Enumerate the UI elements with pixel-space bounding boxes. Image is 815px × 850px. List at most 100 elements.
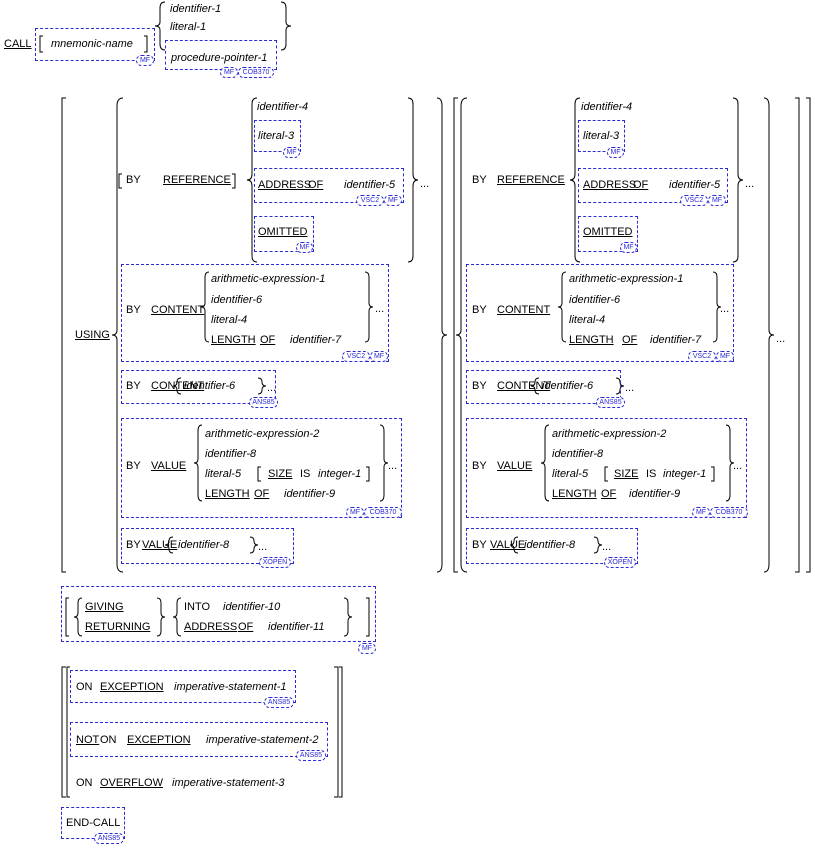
dialect-badge-vsc2: VSC2 [688, 351, 716, 362]
value-keyword: VALUE [490, 539, 526, 551]
address-of-option [254, 168, 404, 203]
reference-keyword: REFERENCE [497, 174, 565, 186]
size-keyword: SIZE [614, 468, 639, 480]
dialect-badge-ans85: ANS85 [249, 397, 278, 408]
dialect-badge-mf: MF [346, 507, 364, 518]
content-keyword: CONTENT [497, 380, 551, 392]
reference-keyword: REFERENCE [163, 174, 231, 186]
on-exception-option [70, 670, 296, 703]
identifier-8-operand: identifier-8 [205, 448, 257, 460]
dialect-badge-mf: MF [296, 242, 313, 253]
identifier-6-operand: identifier-6 [542, 380, 594, 392]
dialect-badge-cob370: COB370 [364, 507, 402, 518]
content-keyword: CONTENT [151, 380, 205, 392]
imperative-statement-2-operand: imperative-statement-2 [206, 734, 319, 746]
omitted-keyword: OMITTED [258, 226, 308, 238]
ellipsis: ... [745, 178, 755, 190]
by-value-option [466, 418, 747, 518]
returning-keyword: RETURNING [85, 621, 151, 633]
identifier-5-operand: identifier-5 [669, 179, 721, 191]
dialect-badge-vsc2: VSC2 [680, 195, 708, 206]
address-keyword: ADDRESS [258, 179, 312, 191]
dialect-badge-mf: MF [358, 643, 376, 654]
identifier-6-operand: identifier-6 [569, 294, 621, 306]
dialect-badge-mf: MF [620, 242, 637, 253]
dialect-badge-mf: MF [370, 351, 388, 362]
literal-3-operand: literal-3 [258, 130, 295, 142]
dialect-badge-mf: MF [708, 195, 726, 206]
identifier-7-operand: identifier-7 [650, 334, 702, 346]
length-keyword: LENGTH [211, 334, 256, 346]
dialect-badge-mf: MF [220, 67, 238, 78]
by-content-ans85-option [121, 370, 276, 404]
identifier-1-operand: identifier-1 [170, 3, 222, 15]
imperative-statement-3-operand: imperative-statement-3 [172, 777, 285, 789]
literal-5-operand: literal-5 [205, 468, 242, 480]
address-of-option [578, 168, 728, 203]
giving-keyword: GIVING [85, 601, 124, 613]
length-keyword: LENGTH [552, 488, 597, 500]
dialect-badge-vsc2: VSC2 [342, 351, 370, 362]
integer-1-operand: integer-1 [318, 468, 362, 480]
by-keyword: BY [472, 304, 487, 316]
dialect-badge-mf: MF [607, 147, 624, 158]
on-keyword: ON [76, 777, 93, 789]
by-content-ans85-option [466, 370, 621, 404]
by-keyword: BY [472, 174, 487, 186]
ellipsis: ... [625, 382, 635, 394]
by-keyword: BY [126, 304, 141, 316]
dialect-badge-ans85: ANS85 [94, 833, 124, 844]
ellipsis: ... [420, 178, 430, 190]
identifier-7-operand: identifier-7 [290, 334, 342, 346]
by-keyword: BY [126, 539, 141, 551]
not-on-exception-option [70, 722, 328, 757]
ellipsis: ... [776, 333, 786, 345]
dialect-badge-mf: MF [136, 55, 154, 66]
identifier-8-operand: identifier-8 [524, 539, 576, 551]
arithmetic-expression-2-operand: arithmetic-expression-2 [205, 428, 320, 440]
on-keyword: ON [76, 681, 93, 693]
ellipsis: ... [733, 460, 743, 472]
dialect-badge-ans85: ANS85 [596, 397, 625, 408]
end-call-keyword: END-CALL [66, 817, 121, 829]
literal-4-operand: literal-4 [569, 314, 606, 326]
arithmetic-expression-2-operand: arithmetic-expression-2 [552, 428, 667, 440]
by-value-xopen-option [121, 528, 294, 564]
omitted-option [578, 216, 638, 252]
by-keyword: BY [472, 380, 487, 392]
identifier-4-operand: identifier-4 [257, 101, 309, 113]
ellipsis: ... [267, 382, 277, 394]
dialect-badge-xopen: XOPEN [604, 557, 636, 568]
call-keyword: CALL [4, 38, 32, 50]
not-keyword: NOT [76, 734, 100, 746]
dialect-badge-mf: MF [692, 507, 710, 518]
identifier-8-operand: identifier-8 [178, 539, 230, 551]
of-keyword: OF [601, 488, 617, 500]
integer-1-operand: integer-1 [663, 468, 707, 480]
dialect-badge-xopen: XOPEN [259, 557, 291, 568]
of-keyword: OF [633, 179, 649, 191]
of-keyword: OF [254, 488, 270, 500]
imperative-statement-1-operand: imperative-statement-1 [174, 681, 287, 693]
using-keyword: USING [75, 329, 110, 341]
dialect-badge-vsc2: VSC2 [356, 195, 384, 206]
omitted-option [254, 216, 314, 252]
identifier-4-operand: identifier-4 [581, 101, 633, 113]
dialect-badge-cob370: COB370 [710, 507, 748, 518]
into-keyword: INTO [184, 601, 211, 613]
dialect-badge-cob370: COB370 [238, 67, 274, 78]
ellipsis: ... [720, 303, 730, 315]
arithmetic-expression-1-operand: arithmetic-expression-1 [211, 273, 326, 285]
by-keyword: BY [126, 460, 141, 472]
identifier-11-operand: identifier-11 [268, 621, 325, 633]
end-call-option [61, 807, 125, 839]
address-keyword: ADDRESS [583, 179, 637, 191]
of-keyword: OF [238, 621, 254, 633]
dialect-badge-ans85: ANS85 [296, 750, 326, 761]
ellipsis: ... [375, 303, 385, 315]
omitted-keyword: OMITTED [583, 226, 633, 238]
by-value-xopen-option [466, 528, 638, 564]
overflow-keyword: OVERFLOW [100, 777, 163, 789]
identifier-9-operand: identifier-9 [629, 488, 681, 500]
length-keyword: LENGTH [569, 334, 614, 346]
